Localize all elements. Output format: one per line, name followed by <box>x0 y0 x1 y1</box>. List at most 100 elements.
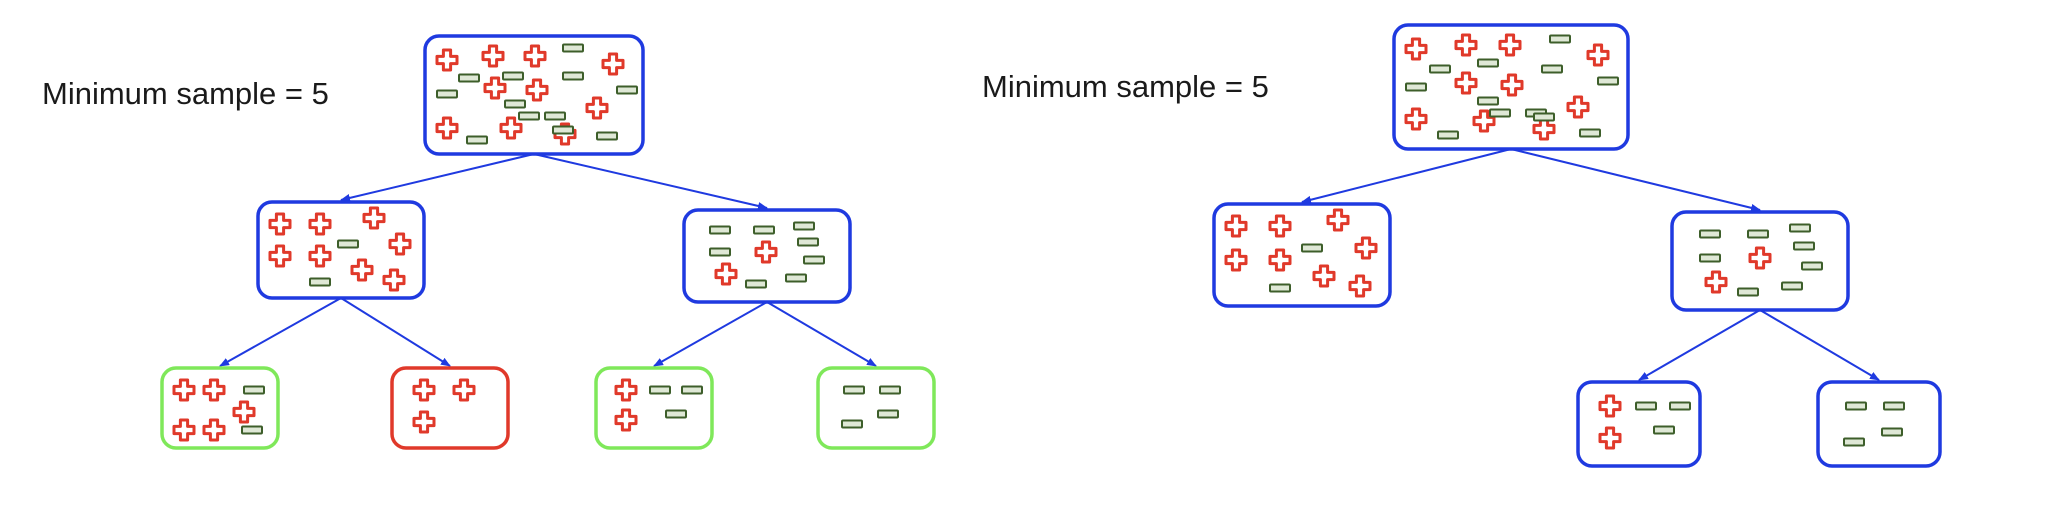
minus-icon <box>1881 427 1903 437</box>
caption-right: Minimum sample = 5 <box>982 69 1269 104</box>
minus-icon <box>803 255 825 265</box>
node-R-root <box>1392 23 1630 151</box>
minus-icon <box>1845 401 1867 411</box>
plus-icon <box>1748 246 1772 270</box>
node-L-mid-left <box>256 200 426 300</box>
plus-icon <box>1224 248 1248 272</box>
plus-icon <box>523 44 547 68</box>
plus-icon <box>1704 270 1728 294</box>
minus-icon <box>562 43 584 53</box>
minus-icon <box>1883 401 1905 411</box>
minus-icon <box>793 221 815 231</box>
minus-icon <box>562 71 584 81</box>
minus-icon <box>1269 283 1291 293</box>
minus-icon <box>504 99 526 109</box>
node-L-leaf-4 <box>816 366 936 450</box>
plus-icon <box>481 44 505 68</box>
minus-icon <box>1747 229 1769 239</box>
plus-icon <box>1326 208 1350 232</box>
plus-icon <box>435 48 459 72</box>
plus-icon <box>1532 117 1556 141</box>
plus-icon <box>499 116 523 140</box>
plus-icon <box>382 268 406 292</box>
plus-icon <box>362 206 386 230</box>
plus-icon <box>1348 274 1372 298</box>
plus-icon <box>1268 248 1292 272</box>
minus-icon <box>1635 401 1657 411</box>
plus-icon <box>1404 37 1428 61</box>
edge-L-mid-right-to-L-leaf-4 <box>766 301 877 367</box>
node-L-leaf-2 <box>390 366 510 450</box>
node-L-leaf-3 <box>594 366 714 450</box>
minus-icon <box>1549 34 1571 44</box>
node-R-mid-left <box>1212 202 1392 308</box>
minus-icon <box>745 279 767 289</box>
plus-icon <box>1454 33 1478 57</box>
node-box-R-leaf-1 <box>1576 380 1702 468</box>
minus-icon <box>1801 261 1823 271</box>
node-L-leaf-1 <box>160 366 280 450</box>
plus-icon <box>202 378 226 402</box>
node-R-leaf-2 <box>1816 380 1942 468</box>
plus-icon <box>1586 43 1610 67</box>
minus-icon <box>458 73 480 83</box>
node-R-leaf-1 <box>1576 380 1702 468</box>
node-R-mid-right <box>1670 210 1850 312</box>
plus-icon <box>1224 214 1248 238</box>
minus-icon <box>649 385 671 395</box>
node-box-L-leaf-3 <box>594 366 714 450</box>
minus-icon <box>1437 130 1459 140</box>
edge-L-root-to-L-mid-left <box>340 153 535 202</box>
plus-icon <box>435 116 459 140</box>
minus-icon <box>337 239 359 249</box>
minus-icon <box>502 71 524 81</box>
minus-icon <box>709 247 731 257</box>
plus-icon <box>232 400 256 424</box>
minus-icon <box>841 419 863 429</box>
plus-icon <box>308 244 332 268</box>
plus-icon <box>268 212 292 236</box>
edge-L-mid-right-to-L-leaf-3 <box>653 301 768 367</box>
minus-icon <box>1737 287 1759 297</box>
plus-icon <box>754 240 778 264</box>
minus-icon <box>241 425 263 435</box>
minus-icon <box>1429 64 1451 74</box>
minus-icon <box>1781 281 1803 291</box>
minus-icon <box>1579 128 1601 138</box>
minus-icon <box>797 237 819 247</box>
caption-left: Minimum sample = 5 <box>42 76 329 111</box>
plus-icon <box>1454 71 1478 95</box>
plus-icon <box>1312 264 1336 288</box>
node-box-L-leaf-4 <box>816 366 936 450</box>
minus-icon <box>1477 96 1499 106</box>
plus-icon <box>1354 236 1378 260</box>
minus-icon <box>785 273 807 283</box>
plus-icon <box>614 378 638 402</box>
plus-icon <box>525 78 549 102</box>
minus-icon <box>681 385 703 395</box>
plus-icon <box>1498 33 1522 57</box>
minus-icon <box>877 409 899 419</box>
plus-icon <box>1598 394 1622 418</box>
plus-icon <box>1566 95 1590 119</box>
minus-icon <box>552 125 574 135</box>
minus-icon <box>1301 243 1323 253</box>
plus-icon <box>350 258 374 282</box>
minus-icon <box>518 111 540 121</box>
edge-R-root-to-R-mid-left <box>1301 148 1512 204</box>
edge-L-mid-left-to-L-leaf-2 <box>340 297 451 367</box>
minus-icon <box>843 385 865 395</box>
minus-icon <box>466 135 488 145</box>
plus-icon <box>308 212 332 236</box>
plus-icon <box>1472 109 1496 133</box>
minus-icon <box>1653 425 1675 435</box>
edge-R-root-to-R-mid-right <box>1510 148 1761 212</box>
minus-icon <box>1597 76 1619 86</box>
minus-icon <box>1843 437 1865 447</box>
minus-icon <box>1541 64 1563 74</box>
edge-R-mid-right-to-R-leaf-1 <box>1638 309 1761 381</box>
minus-icon <box>1489 108 1511 118</box>
plus-icon <box>388 232 412 256</box>
minus-icon <box>709 225 731 235</box>
